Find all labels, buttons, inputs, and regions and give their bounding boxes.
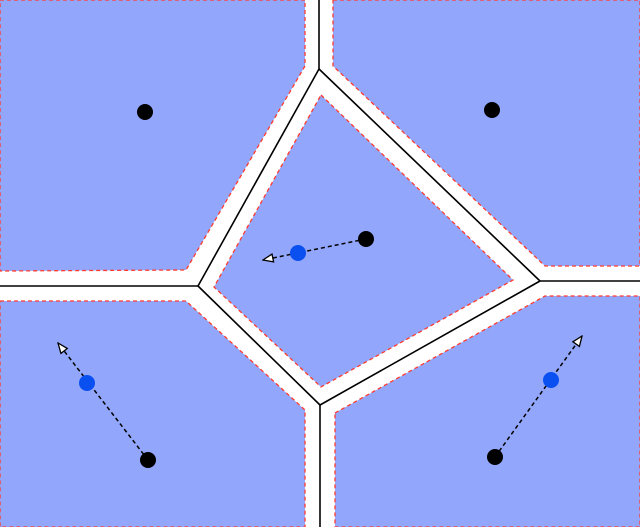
site-point [484,102,500,118]
displacement-arrow [494,336,582,458]
moved-point [79,375,95,391]
moved-point [543,372,559,388]
displacement-arrow [263,238,367,260]
cell-bottom-left [0,300,306,527]
site-point [140,452,156,468]
displacement-arrow [58,343,149,461]
moved-point [290,245,306,261]
site-point [137,104,153,120]
cell-top-right [332,0,640,267]
voronoi-edge [318,68,541,282]
cell-top-left [0,0,306,272]
voronoi-edge [197,68,320,287]
voronoi-edge [319,280,541,406]
voronoi-edge [197,285,321,406]
cell-bottom-right [334,295,640,527]
site-point [358,231,374,247]
site-point [487,449,503,465]
